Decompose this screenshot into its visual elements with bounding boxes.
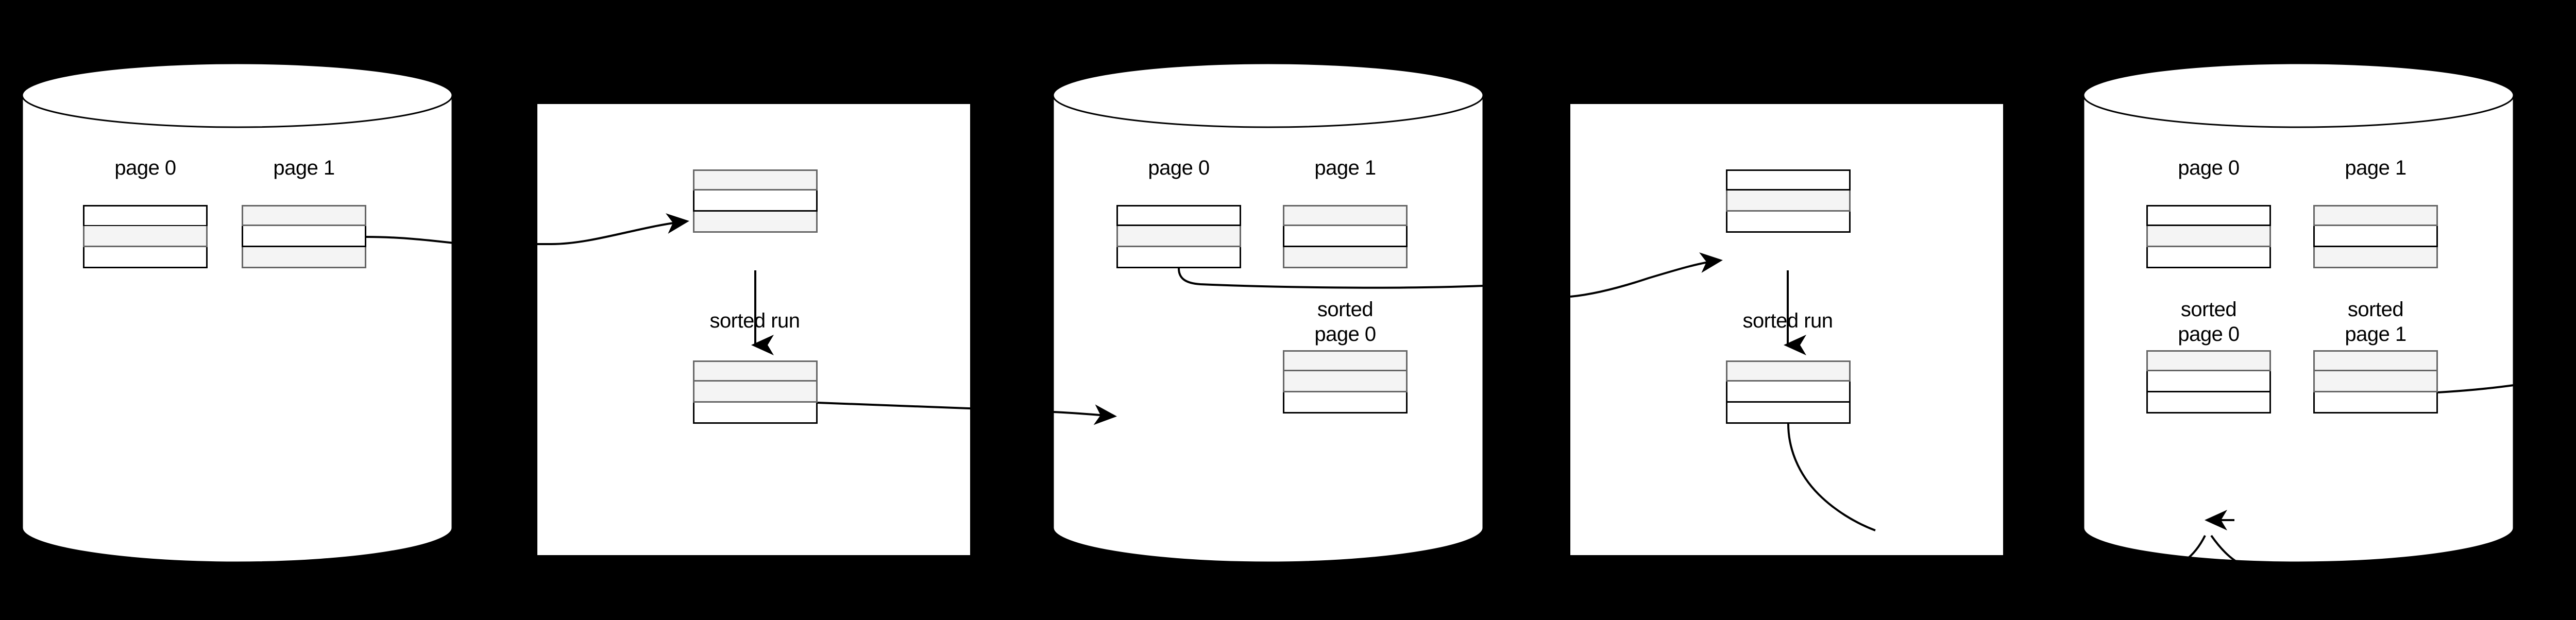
page-input-buffer[interactable]	[693, 169, 818, 233]
page-page-0[interactable]	[2146, 205, 2271, 268]
record-row[interactable]	[2313, 392, 2438, 414]
record-row[interactable]	[1116, 247, 1241, 268]
page-label-disk3-page1: page 1	[2345, 157, 2406, 179]
record-row[interactable]	[693, 169, 818, 191]
page-label-disk3-page0: page 0	[2178, 157, 2240, 179]
page-label-disk2-page1: page 1	[1314, 157, 1376, 179]
sorted-run-label-memory2: sorted run	[1742, 309, 1833, 332]
page-output-buffer[interactable]	[693, 360, 818, 424]
page-label-disk2-page0: page 0	[1148, 157, 1210, 179]
record-row[interactable]	[2146, 392, 2271, 414]
record-row[interactable]	[83, 247, 208, 268]
page-page-1[interactable]	[2313, 205, 2438, 268]
record-row[interactable]	[242, 205, 366, 226]
page-label-disk1-page0: page 0	[114, 157, 176, 179]
page-page-0[interactable]	[1116, 205, 1241, 268]
record-row[interactable]	[1283, 392, 1408, 414]
connector-memory2-exit	[1787, 423, 1876, 531]
sorted-label-disk3-p0-line2: page 0	[2178, 323, 2240, 346]
surface-cylinder-1	[21, 62, 453, 563]
record-row[interactable]	[1283, 350, 1408, 371]
sorted-label-disk2-line2: page 0	[1314, 323, 1376, 346]
record-row[interactable]	[2313, 226, 2438, 247]
record-row[interactable]	[1726, 191, 1851, 212]
page-page-0[interactable]	[83, 205, 208, 268]
record-row[interactable]	[1726, 169, 1851, 191]
record-row[interactable]	[2146, 226, 2271, 247]
record-row[interactable]	[1283, 226, 1408, 247]
record-row[interactable]	[693, 382, 818, 403]
record-row[interactable]	[1726, 382, 1851, 403]
page-sorted-page-0[interactable]	[1283, 350, 1408, 414]
record-row[interactable]	[1726, 403, 1851, 424]
record-row[interactable]	[2146, 371, 2271, 392]
sorted-run-label-memory1: sorted run	[709, 309, 800, 332]
record-row[interactable]	[2313, 205, 2438, 226]
record-row[interactable]	[83, 226, 208, 247]
connector-disk3-sortedpage1-exit	[2437, 384, 2514, 393]
record-row[interactable]	[693, 360, 818, 382]
connector-disk2-page0-exit	[1178, 268, 1484, 289]
record-row[interactable]	[2313, 350, 2438, 371]
connector-memory1-to-disk2	[817, 402, 1117, 425]
record-row[interactable]	[2146, 350, 2271, 371]
sorted-label-disk3-p0-line1: sorted	[2180, 298, 2237, 321]
record-row[interactable]	[1726, 360, 1851, 382]
sorted-label-disk3-p1-line1: sorted	[2347, 298, 2404, 321]
connector-memory2-to-disk3	[2153, 535, 2267, 573]
record-row[interactable]	[1116, 226, 1241, 247]
record-row[interactable]	[693, 191, 818, 212]
record-row[interactable]	[242, 247, 366, 268]
page-input-buffer[interactable]	[1726, 169, 1851, 233]
record-row[interactable]	[83, 205, 208, 226]
page-sorted-page-0[interactable]	[2146, 350, 2271, 414]
sorted-label-disk3-p1-line2: page 1	[2345, 323, 2406, 346]
record-row[interactable]	[2313, 247, 2438, 268]
record-row[interactable]	[2146, 247, 2271, 268]
record-row[interactable]	[2313, 371, 2438, 392]
page-output-buffer[interactable]	[1726, 360, 1851, 424]
page-page-1[interactable]	[1283, 205, 1408, 268]
connector-disk1-to-memory1	[366, 213, 689, 245]
record-row[interactable]	[1116, 205, 1241, 226]
record-row[interactable]	[2146, 205, 2271, 226]
page-page-1[interactable]	[242, 205, 366, 268]
surface-cylinder-2	[1052, 62, 1484, 563]
record-row[interactable]	[1283, 371, 1408, 392]
page-sorted-page-1[interactable]	[2313, 350, 2438, 414]
page-label-disk1-page1: page 1	[273, 157, 335, 179]
record-row[interactable]	[693, 403, 818, 424]
connector-layer	[366, 213, 2514, 573]
record-row[interactable]	[1726, 212, 1851, 233]
record-row[interactable]	[1283, 205, 1408, 226]
sorted-label-disk2-line1: sorted	[1317, 298, 1374, 321]
record-row[interactable]	[693, 212, 818, 233]
record-row[interactable]	[242, 226, 366, 247]
connector-disk2-to-memory2	[1570, 252, 1723, 298]
record-row[interactable]	[1283, 247, 1408, 268]
